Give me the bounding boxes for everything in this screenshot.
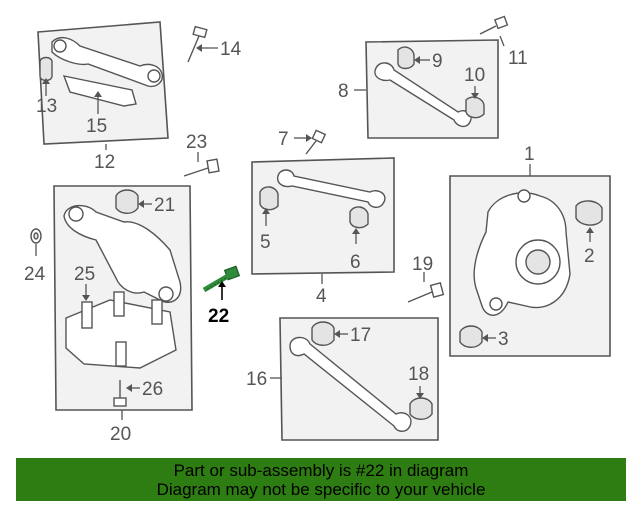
callout-16: 16: [246, 369, 267, 390]
callout-14: 14: [220, 39, 242, 60]
part-22-bolt-highlighted[interactable]: [202, 265, 241, 293]
arm-bushing-eye: [158, 286, 174, 302]
arm-bushing-eye: [147, 69, 161, 83]
shield-post: [151, 299, 163, 325]
callout-22: 22: [208, 306, 229, 327]
callout-18: 18: [408, 364, 429, 385]
callout-8: 8: [338, 81, 349, 102]
lower-control-arm[interactable]: [63, 205, 182, 303]
part-10-bushing[interactable]: [465, 96, 485, 119]
callout-5: 5: [260, 232, 271, 253]
part-18-bushing[interactable]: [409, 397, 433, 420]
knuckle-mount-eye: [489, 297, 503, 311]
banner-line-2: Diagram may not be specific to your vehi…: [156, 480, 486, 499]
callout-4: 4: [316, 286, 327, 307]
part-17-bushing[interactable]: [311, 321, 335, 346]
callout-13: 13: [36, 96, 57, 117]
part-3-bushing[interactable]: [459, 325, 483, 348]
callout-10: 10: [464, 65, 485, 86]
callout-11: 11: [508, 48, 528, 69]
callout-3: 3: [498, 329, 509, 350]
shield-post: [81, 301, 93, 329]
callout-23: 23: [186, 132, 207, 153]
callout-6: 6: [350, 252, 361, 273]
knuckle-mount-eye: [517, 189, 531, 203]
part-26-bolt[interactable]: [113, 380, 127, 407]
assembly-16-box: [279, 317, 439, 441]
arm-bushing-eye: [53, 39, 67, 53]
callout-26: 26: [142, 379, 163, 400]
part-24-clip[interactable]: [30, 228, 42, 244]
callout-17: 17: [350, 325, 371, 346]
assembly-20-group: 21 25 26 20: [53, 185, 193, 445]
part-21-bushing[interactable]: [115, 189, 139, 214]
assembly-4-box: [251, 157, 395, 275]
callout-1: 1: [524, 144, 535, 165]
assembly-8-group: 9 10 8: [338, 39, 499, 139]
part-19-bolt[interactable]: [407, 282, 445, 303]
callout-7: 7: [278, 129, 289, 150]
parts-diagram: 13 15 12 14 9 10 8 11 7: [24, 15, 611, 445]
callout-21: 21: [154, 195, 175, 216]
assembly-16-group: 17 18 16: [246, 317, 439, 441]
part-2-bushing[interactable]: [575, 200, 603, 226]
part-15-upper-arm[interactable]: [51, 36, 163, 88]
banner-line-1: Part or sub-assembly is #22 in diagram: [173, 461, 469, 480]
callout-9: 9: [432, 51, 443, 72]
shield-post: [113, 291, 125, 317]
callout-25: 25: [74, 264, 95, 285]
knuckle-hub-center: [525, 249, 551, 275]
arm-16-link[interactable]: [289, 336, 412, 432]
part-9-bushing[interactable]: [397, 46, 415, 70]
callout-24: 24: [24, 264, 46, 285]
part-7-bolt[interactable]: [305, 129, 327, 155]
callout-15: 15: [86, 116, 107, 137]
part-11-bolt[interactable]: [479, 15, 509, 35]
part-13-bushing[interactable]: [39, 56, 53, 82]
arm-bushing-eye: [68, 206, 84, 222]
assembly-4-group: 5 6 4: [251, 157, 395, 307]
part-5-bushing[interactable]: [259, 186, 279, 211]
callout-2: 2: [584, 246, 595, 267]
part-23-bolt[interactable]: [183, 158, 220, 177]
assembly-12-group: 13 15 12: [36, 21, 169, 173]
callout-12: 12: [94, 152, 115, 173]
part-6-bushing[interactable]: [349, 206, 369, 229]
info-banner: Part or sub-assembly is #22 in diagram D…: [16, 458, 626, 501]
shield-post: [115, 341, 127, 367]
callout-19: 19: [412, 254, 433, 275]
assembly-1-group: 2 3 1: [449, 144, 611, 357]
part-14-bolt[interactable]: [187, 25, 208, 63]
arm-8[interactable]: [374, 62, 472, 128]
part-15-shield[interactable]: [62, 75, 137, 107]
arm-4[interactable]: [277, 169, 386, 208]
callout-20: 20: [110, 424, 131, 445]
